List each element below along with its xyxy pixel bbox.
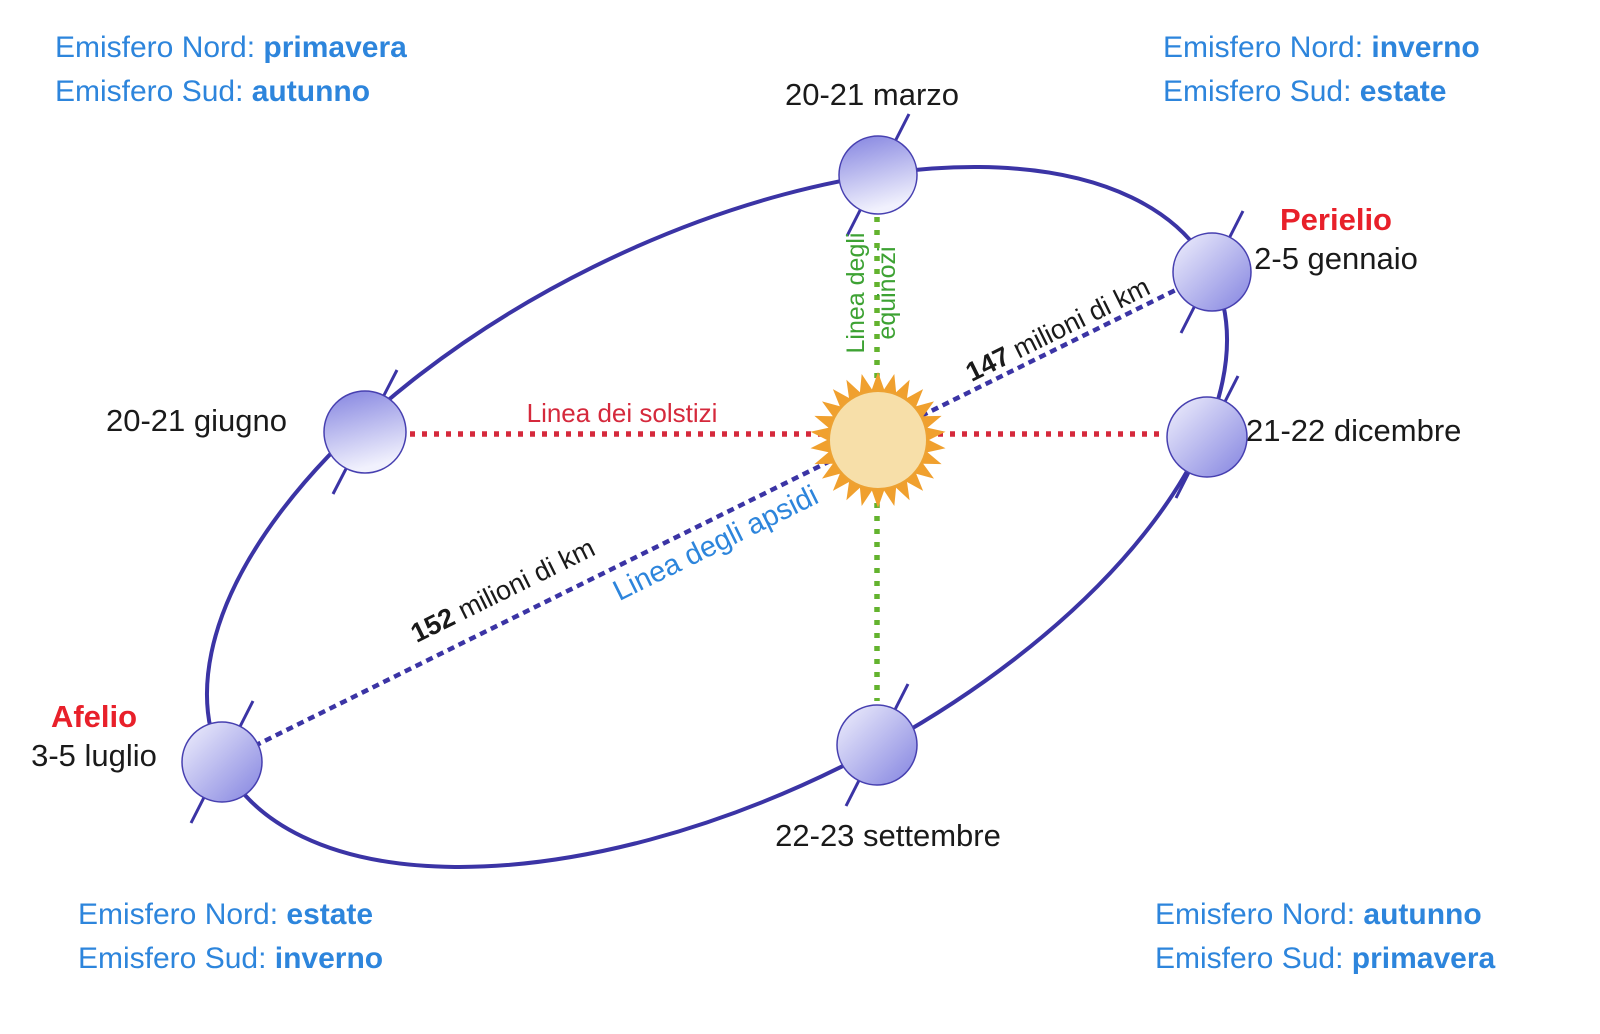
earth-march bbox=[838, 113, 918, 237]
season-line-value: autunno bbox=[1363, 898, 1482, 931]
season-line-value: autunno bbox=[251, 75, 371, 108]
season-note-top-left: Emisfero Nord: primavera Emisfero Sud: a… bbox=[55, 26, 407, 114]
earth-globe-icon bbox=[836, 704, 918, 786]
date-label-march: 20-21 marzo bbox=[784, 77, 960, 112]
date-label-perihelion: 2-5 gennaio bbox=[1254, 241, 1418, 276]
perihelion-name: Perielio bbox=[1280, 202, 1392, 237]
season-line-value: primavera bbox=[263, 31, 407, 64]
equinox-line-label: Linea degli equinozi bbox=[841, 233, 903, 354]
season-line-value: estate bbox=[1359, 75, 1447, 108]
season-line-label: Emisfero Sud: bbox=[1163, 75, 1360, 108]
earth-perihelion bbox=[1172, 210, 1252, 334]
earth-globe-icon bbox=[838, 135, 918, 215]
aphelion-label: Afelio 3-5 luglio bbox=[31, 697, 157, 775]
apsides-line bbox=[221, 269, 1213, 765]
equinox-line-label-2: equinozi bbox=[873, 246, 901, 340]
date-label-aphelion: 3-5 luglio bbox=[31, 738, 157, 773]
sun-icon bbox=[810, 372, 946, 508]
season-line-label: Emisfero Sud: bbox=[55, 75, 252, 108]
season-line-label: Emisfero Nord: bbox=[1155, 898, 1364, 931]
season-note-bottom-left: Emisfero Nord: estate Emisfero Sud: inve… bbox=[78, 893, 383, 981]
date-label-september: 22-23 settembre bbox=[775, 818, 1001, 853]
earth-globe-icon bbox=[181, 721, 263, 803]
earth-december bbox=[1166, 375, 1248, 499]
season-line-label: Emisfero Nord: bbox=[55, 31, 264, 64]
aphelion-name: Afelio bbox=[50, 699, 138, 734]
solstice-line-label: Linea dei solstizi bbox=[526, 398, 718, 428]
season-line-value: estate bbox=[286, 898, 374, 931]
season-line-label: Emisfero Sud: bbox=[78, 942, 275, 975]
season-line-label: Emisfero Nord: bbox=[78, 898, 287, 931]
season-line-label: Emisfero Sud: bbox=[1155, 942, 1352, 975]
sun-core bbox=[828, 390, 928, 490]
season-line-value: inverno bbox=[1371, 31, 1480, 64]
earth-aphelion bbox=[181, 700, 263, 824]
earth-globe-icon bbox=[323, 390, 407, 474]
date-label-june: 20-21 giugno bbox=[106, 403, 287, 438]
earth-globe-icon bbox=[1166, 396, 1248, 478]
date-label-december: 21-22 dicembre bbox=[1246, 413, 1462, 448]
equinox-line-label-1: Linea degli bbox=[842, 232, 870, 354]
season-note-bottom-right: Emisfero Nord: autunno Emisfero Sud: pri… bbox=[1155, 893, 1495, 981]
season-line-value: inverno bbox=[274, 942, 384, 975]
perihelion-label: Perielio 2-5 gennaio bbox=[1254, 200, 1418, 278]
earth-globe-icon bbox=[1172, 232, 1252, 312]
season-note-top-right: Emisfero Nord: inverno Emisfero Sud: est… bbox=[1163, 26, 1480, 114]
earth-june bbox=[323, 369, 407, 495]
season-line-label: Emisfero Nord: bbox=[1163, 31, 1372, 64]
season-line-value: primavera bbox=[1351, 942, 1496, 975]
earth-september bbox=[836, 683, 918, 807]
